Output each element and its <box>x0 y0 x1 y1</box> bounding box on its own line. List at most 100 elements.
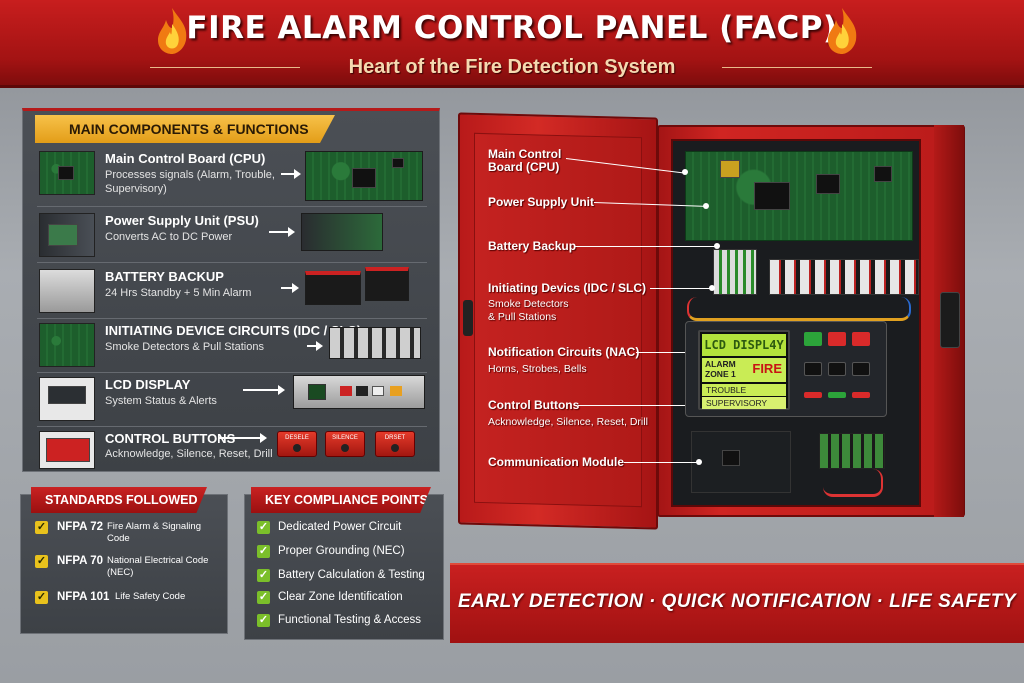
divider <box>37 426 427 427</box>
arrow-icon <box>281 283 299 293</box>
standard-desc: Fire Alarm & Signaling Code <box>107 521 201 544</box>
compliance-item: ✓ Clear Zone Identification <box>257 591 403 604</box>
cabinet-sub-idc: Smoke Detectors & Pull Stations <box>488 298 569 323</box>
compliance-item: ✓ Battery Calculation & Testing <box>257 569 425 582</box>
bottom-banner: EARLY DETECTION · QUICK NOTIFICATION · L… <box>450 563 1024 643</box>
cabinet-sub-nac: Horns, Strobes, Bells <box>488 363 587 375</box>
arrow-icon <box>307 341 323 351</box>
lcd-trouble: TROUBLE <box>702 384 786 396</box>
arrow-icon <box>243 385 285 395</box>
subtitle-rule-left <box>150 67 300 68</box>
divider <box>37 206 427 207</box>
compliance-item: ✓Proper Grounding (NEC) <box>257 545 405 558</box>
divider <box>37 318 427 319</box>
battery-icon <box>39 269 95 313</box>
keypad-indicator <box>852 392 870 398</box>
lcd-supervisory: SUPERVISORY <box>702 397 786 409</box>
compliance-heading: KEY COMPLIANCE POINTS <box>251 487 431 513</box>
keypad-key[interactable] <box>828 362 846 376</box>
lcd-keypad-module: LCD DISPL4Y ALARM ZONE 1 FIRE TROUBLE SU… <box>685 321 887 417</box>
cabinet-label-psu: Power Supply Unit <box>488 195 595 209</box>
keypad-red-button[interactable] <box>828 332 846 346</box>
standard-desc: National Electrical Code (NEC) <box>107 555 209 578</box>
lcd-icon <box>39 377 95 421</box>
lcd-keypad-image <box>293 375 425 409</box>
component-title: Power Supply Unit (PSU) <box>105 213 259 228</box>
keypad-red-button-2[interactable] <box>852 332 870 346</box>
divider <box>37 372 427 373</box>
compliance-text: Clear Zone Identification <box>278 591 403 603</box>
components-heading: MAIN COMPONENTS & FUNCTIONS <box>35 115 335 143</box>
standard-code: NFPA 72 <box>57 521 104 533</box>
component-row-battery: BATTERY BACKUP 24 Hrs Standby + 5 Min Al… <box>23 265 441 319</box>
control-button-3[interactable]: DRSET <box>375 431 415 457</box>
terminal-block-image <box>329 327 421 359</box>
compliance-text: Battery Calculation & Testing <box>278 569 425 581</box>
relay-module-graphic <box>819 433 885 469</box>
flame-icon-left <box>158 8 187 54</box>
check-icon: ✓ <box>257 614 270 627</box>
cpu-board-graphic <box>685 151 913 241</box>
check-icon: ✓ <box>257 545 270 558</box>
cabinet-latch-icon[interactable] <box>940 292 960 348</box>
component-title: INITIATING DEVICE CIRCUITS (IDC / SLC) <box>105 323 362 338</box>
header-banner: FIRE ALARM CONTROL PANEL (FACP) Heart of… <box>0 0 1024 88</box>
component-row-buttons: CONTROL BUTTONS Acknowledge, Silence, Re… <box>23 427 441 481</box>
keypad-green-button[interactable] <box>804 332 822 346</box>
leader-line-comm <box>624 462 698 463</box>
check-icon: ✓ <box>257 591 270 604</box>
door-handle-icon[interactable] <box>463 300 473 336</box>
page-subtitle: Heart of the Fire Detection System <box>348 56 676 78</box>
compliance-panel: KEY COMPLIANCE POINTS ✓Dedicated Power C… <box>244 487 444 640</box>
leader-line-buttons <box>578 405 690 406</box>
leader-line-nac <box>636 352 692 353</box>
compliance-item: ✓Dedicated Power Circuit <box>257 521 401 534</box>
component-desc: Acknowledge, Silence, Reset, Drill <box>105 448 273 460</box>
compliance-text: Dedicated Power Circuit <box>278 521 402 533</box>
component-row-lcd: LCD DISPLAY System Status & Alerts <box>23 373 441 427</box>
standard-desc: Life Safety Code <box>115 591 186 602</box>
battery-terminal-graphic <box>713 249 757 295</box>
keypad-key[interactable] <box>804 362 822 376</box>
check-icon: ✓ <box>257 569 270 582</box>
control-button-1-label: DESELE <box>285 435 309 441</box>
compliance-text: Functional Testing & Access <box>278 614 421 626</box>
control-buttons-icon <box>39 431 95 469</box>
wiring-graphic-2 <box>823 469 883 497</box>
leader-dot <box>696 459 702 465</box>
arrow-icon <box>219 433 267 443</box>
control-button-1[interactable]: DESELE <box>277 431 317 457</box>
component-row-cpu: Main Control Board (CPU) Processes signa… <box>23 147 441 207</box>
arrow-icon <box>269 227 295 237</box>
standard-code: NFPA 70 <box>57 555 104 567</box>
component-title: BATTERY BACKUP <box>105 269 224 284</box>
standard-item: ✓ NFPA 72 Fire Alarm & Signaling Code <box>35 521 201 544</box>
leader-line-idc <box>650 288 712 289</box>
compliance-item: ✓ Functional Testing & Access <box>257 614 421 627</box>
terminal-strip-graphic <box>769 259 919 295</box>
cabinet-label-buttons: Control Buttons <box>488 398 580 412</box>
component-title: Main Control Board (CPU) <box>105 151 266 166</box>
control-button-2[interactable]: SILENCE <box>325 431 365 457</box>
cabinet-label-idc: Initiating Devics (IDC / SLC) <box>488 281 647 295</box>
standard-item: ✓ NFPA 101 Life Safety Code <box>35 591 185 604</box>
lcd-title: LCD DISPL4Y <box>702 334 786 356</box>
divider <box>37 262 427 263</box>
leader-dot <box>703 203 709 209</box>
lcd-alarm-row: ALARM ZONE 1 FIRE <box>702 358 786 382</box>
lcd-screen: LCD DISPL4Y ALARM ZONE 1 FIRE TROUBLE SU… <box>698 330 790 410</box>
lcd-fire-text: FIRE <box>752 361 782 376</box>
standards-panel: STANDARDS FOLLOWED ✓ NFPA 72 Fire Alarm … <box>20 487 228 634</box>
component-title: CONTROL BUTTONS <box>105 431 236 446</box>
cabinet-label-cpu: Main Control Board (CPU) <box>488 147 562 174</box>
keypad-key[interactable] <box>852 362 870 376</box>
cabinet-label-comm: Communication Module <box>488 455 624 469</box>
component-desc: 24 Hrs Standby + 5 Min Alarm <box>105 287 252 299</box>
banner-text: EARLY DETECTION · QUICK NOTIFICATION · L… <box>457 591 1017 612</box>
keypad-indicator <box>828 392 846 398</box>
component-desc: System Status & Alerts <box>105 395 217 407</box>
control-button-3-label: DRSET <box>384 435 406 441</box>
idc-icon <box>39 323 95 367</box>
leader-line-battery <box>574 246 716 247</box>
component-row-idc: INITIATING DEVICE CIRCUITS (IDC / SLC) S… <box>23 319 441 373</box>
